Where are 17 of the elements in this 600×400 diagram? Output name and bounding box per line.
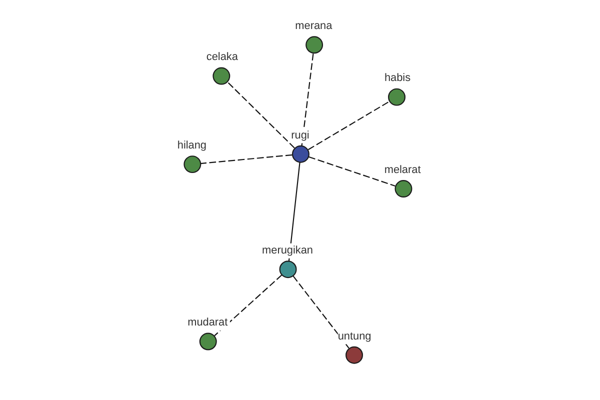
node-label: merana — [295, 20, 332, 32]
node-circle — [394, 180, 412, 198]
node-circle — [212, 67, 230, 85]
node-label: celaka — [206, 51, 238, 64]
connector — [292, 276, 350, 348]
connector — [301, 53, 314, 146]
node-circle — [306, 36, 324, 54]
node-label: hilang — [177, 139, 206, 152]
connector — [308, 100, 390, 150]
connector — [308, 156, 396, 186]
connector — [227, 82, 295, 148]
node-label: melarat — [384, 164, 421, 176]
node-circle — [184, 156, 202, 174]
node-circle — [388, 88, 406, 106]
connector — [200, 154, 292, 164]
connector — [214, 274, 282, 336]
node-label: habis — [384, 72, 411, 84]
